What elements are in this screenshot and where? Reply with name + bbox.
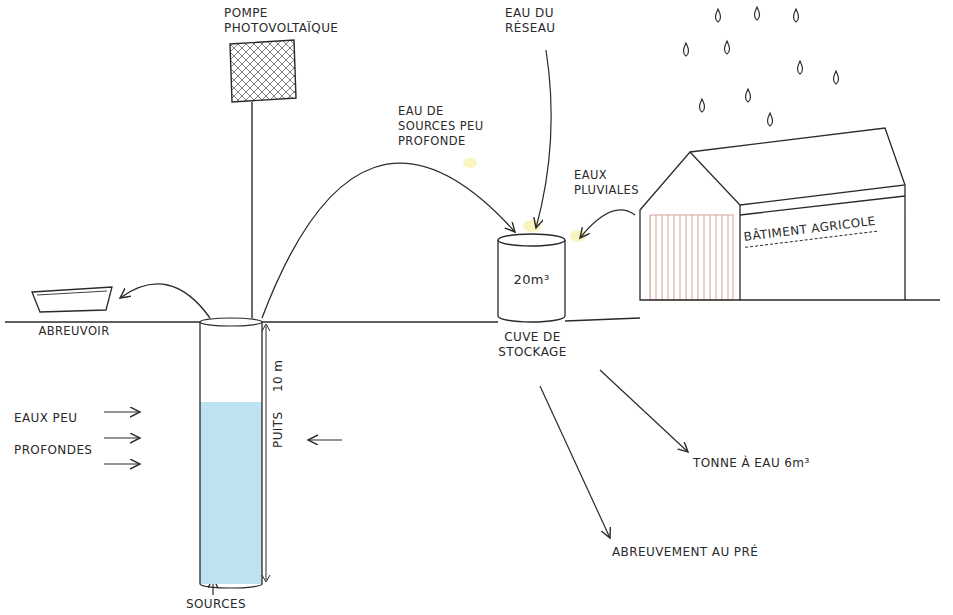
flow-connector [120, 284, 210, 318]
farm-building: BÂTIMENT AGRICOLE [635, 120, 910, 310]
flow-connector [262, 163, 515, 318]
tank-volume: 20m³ [498, 272, 565, 287]
destination-label: ABREUVEMENT AU PRÉ [612, 545, 758, 560]
raindrop [725, 41, 730, 54]
raindrop [768, 113, 773, 126]
trough: ABREUVOIR [28, 284, 120, 348]
destination-label: TONNE À EAU 6m³ [693, 456, 810, 471]
groundwater-label: EAUX PEU PROFONDES [14, 402, 109, 466]
source-label: SOURCES [186, 597, 246, 612]
pump-label: POMPE PHOTOVOLTAÏQUE [224, 6, 352, 36]
pump-pole [251, 102, 252, 318]
flow-arrow [104, 50, 688, 595]
raindrop [794, 9, 799, 22]
ground-line [5, 300, 940, 322]
raindrop [798, 61, 803, 74]
flow-connector [580, 210, 635, 238]
storage-tank: 20m³ CUVE DE STOCKAGE [485, 232, 580, 378]
raindrop [834, 71, 839, 84]
raindrop [700, 99, 705, 112]
building-label: BÂTIMENT AGRICOLE [743, 214, 877, 248]
well-label: PUITS [271, 411, 286, 448]
raindrop [746, 89, 751, 102]
flow-label: EAU DE SOURCES PEU PROFONDE [398, 104, 498, 149]
dimension-label: 10 m [271, 360, 286, 392]
well: 10 m PUITS [195, 318, 305, 594]
solar-pump: POMPE PHOTOVOLTAÏQUE [222, 4, 354, 104]
raindrop [716, 9, 721, 22]
raindrops [684, 7, 839, 126]
raindrop [755, 7, 760, 20]
well-outline [195, 318, 305, 594]
trough-label: ABREUVOIR [28, 324, 120, 339]
tank-label: CUVE DE STOCKAGE [485, 330, 580, 360]
flow-label: EAUX PLUVIALES [574, 168, 640, 198]
supply-label: EAU DU RÉSEAU [505, 6, 585, 36]
trough-outline [28, 284, 120, 348]
raindrop [684, 43, 689, 56]
